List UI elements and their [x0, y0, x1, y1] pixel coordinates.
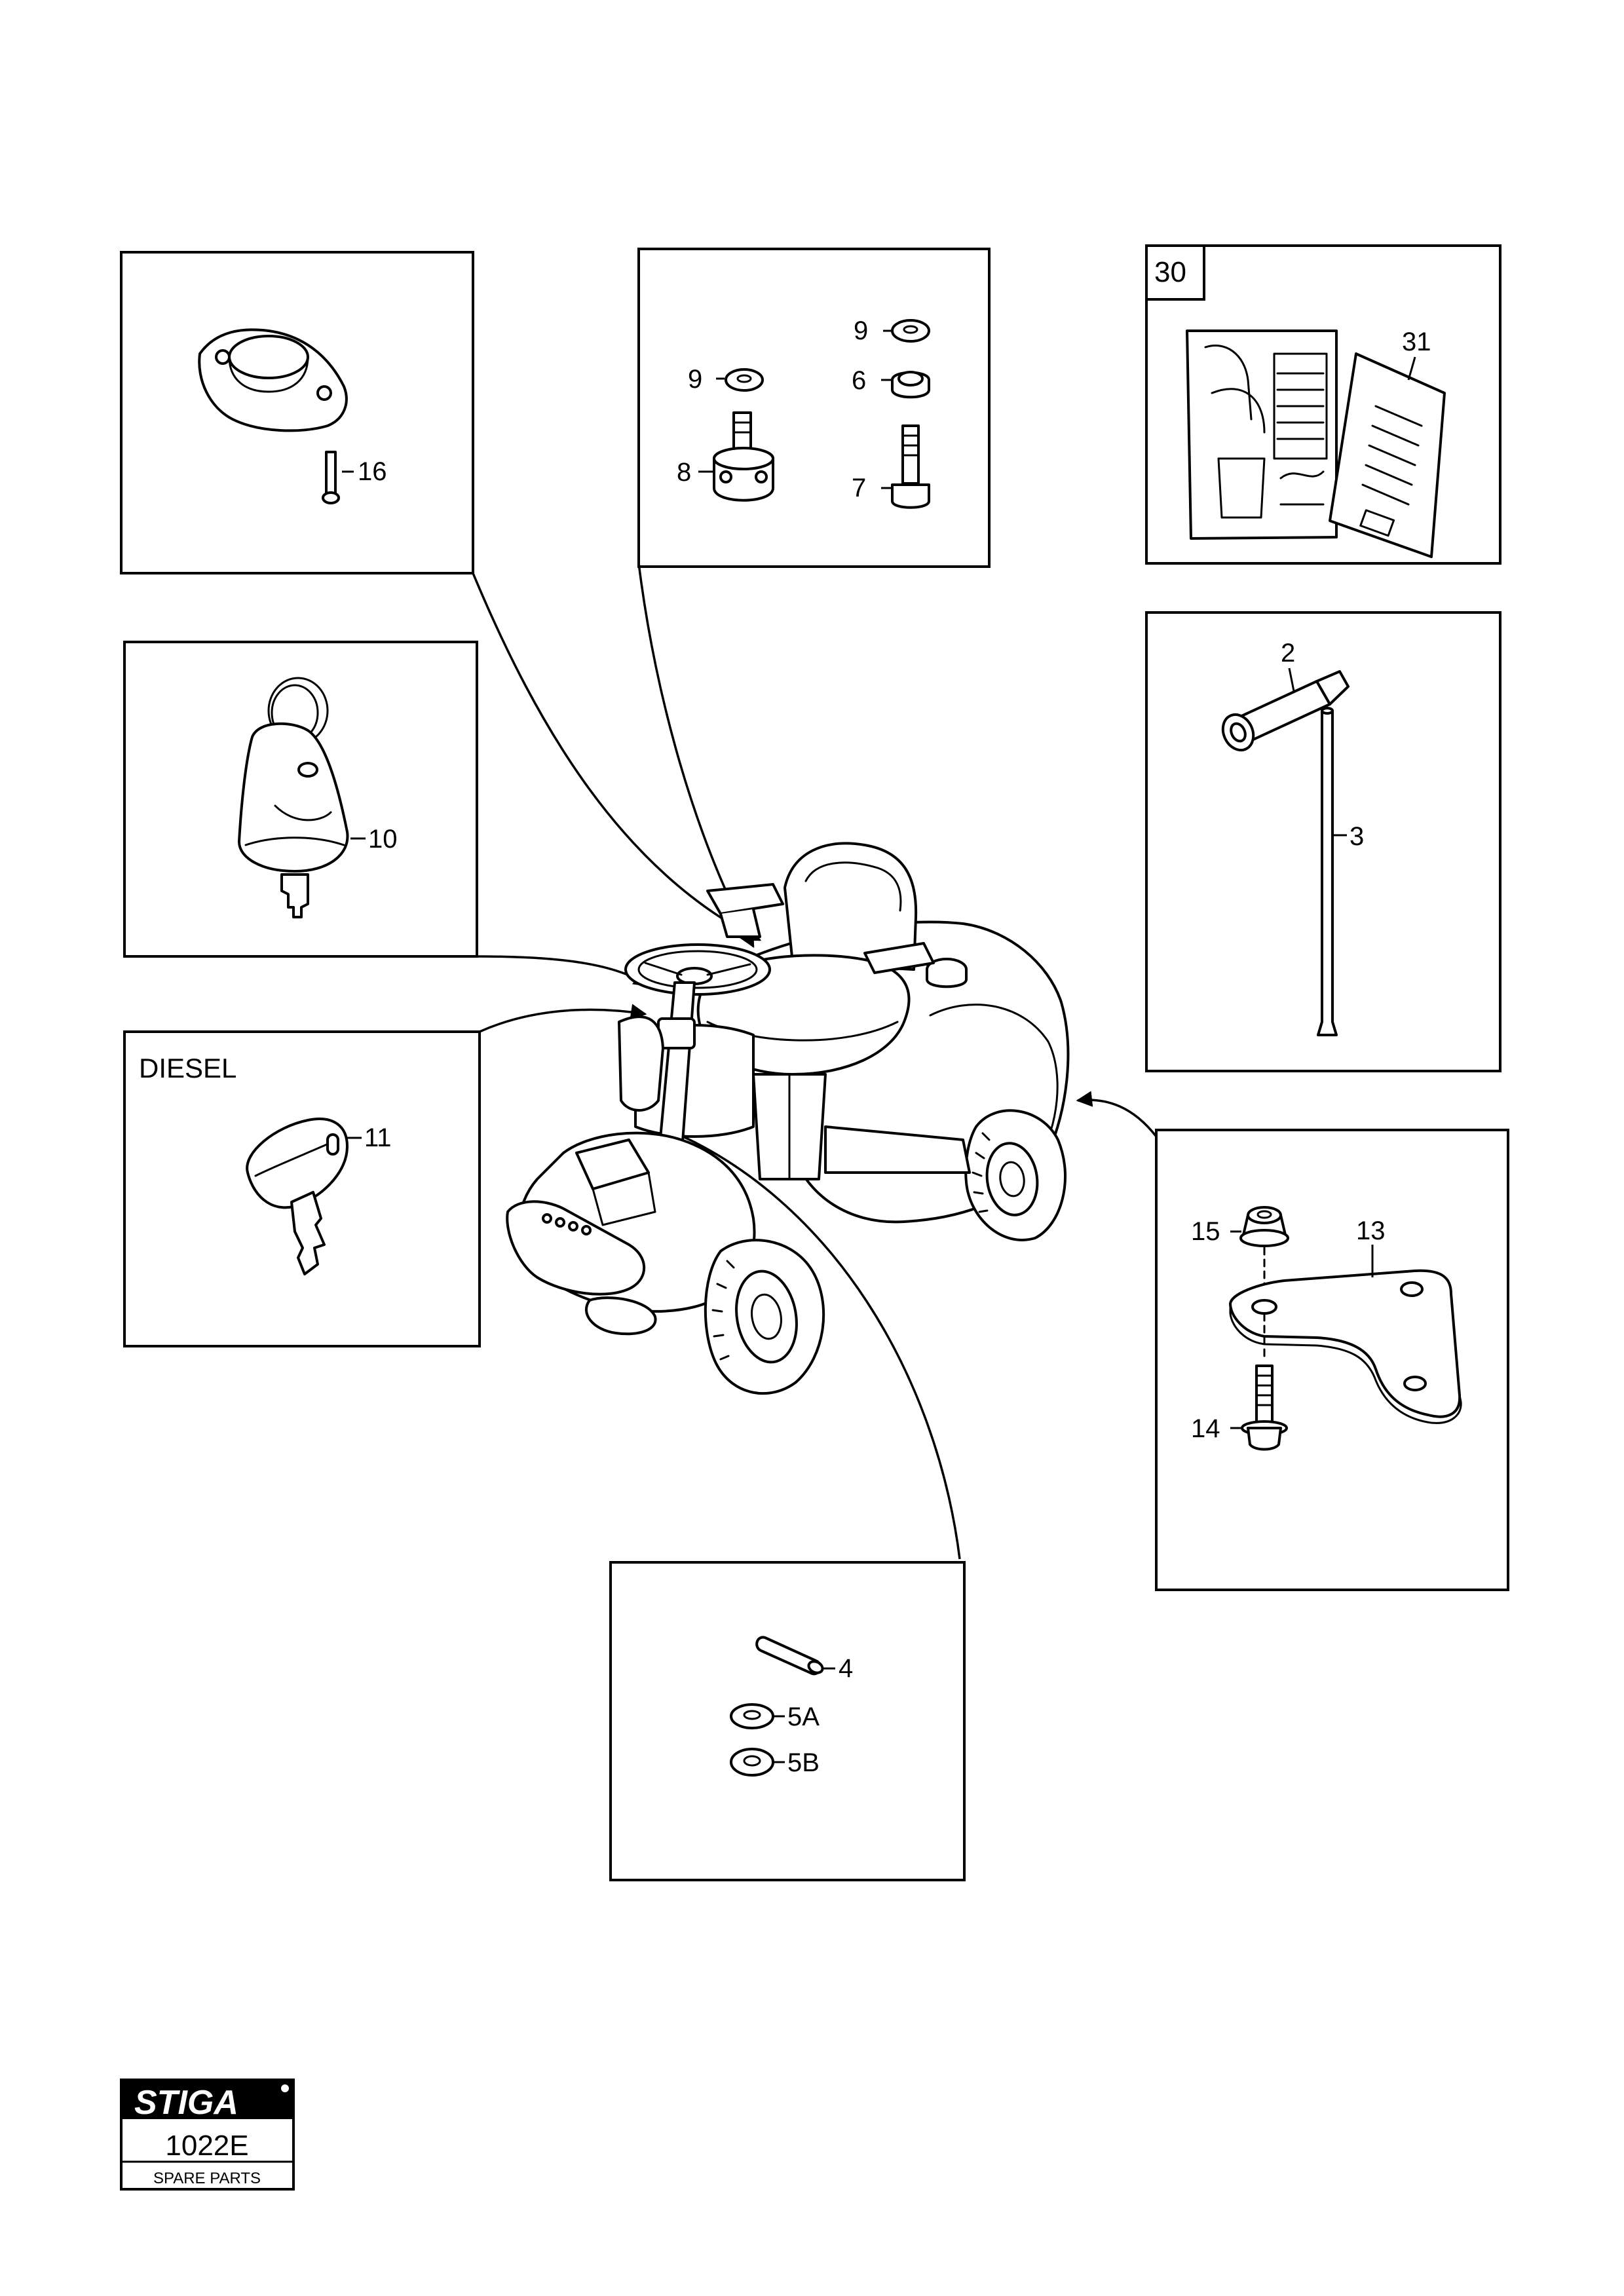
box-bracket: 15 13 14	[1155, 1129, 1509, 1591]
diesel-key-head	[246, 1118, 349, 1209]
logo-caption: SPARE PARTS	[153, 2170, 261, 2187]
front-bumper	[506, 1200, 646, 1296]
mounting-bracket	[1229, 1269, 1462, 1418]
parts-list	[1329, 352, 1446, 558]
diesel-key-blade	[290, 1191, 326, 1275]
plug-screw	[325, 451, 337, 496]
callout-9-left: 9	[688, 365, 702, 394]
washer-5b	[730, 1748, 774, 1777]
stiga-logo: STIGA 1022E SPARE PARTS	[120, 2079, 295, 2191]
box-knob-bolt: 9 8 9 6 7	[637, 248, 991, 568]
arrow-pin-to-column	[666, 1128, 961, 1560]
key-fob	[238, 722, 349, 873]
arrow-key-to-ignition	[476, 955, 651, 987]
washer-5a	[730, 1703, 774, 1729]
logo-code: 1022E	[165, 2130, 248, 2162]
box-key: 10	[123, 641, 478, 958]
washer-right	[891, 319, 930, 343]
callout-14: 14	[1191, 1414, 1220, 1443]
callout-4: 4	[839, 1654, 853, 1683]
callout-9-right: 9	[854, 316, 868, 345]
wrench-rod	[1317, 709, 1338, 1036]
diesel-label: DIESEL	[139, 1053, 236, 1083]
callout-2: 2	[1281, 639, 1295, 668]
armrest-left	[706, 883, 784, 915]
callout-8: 8	[677, 458, 691, 487]
callout-16: 16	[358, 457, 387, 486]
operator-manual	[1186, 329, 1338, 540]
callout-10: 10	[368, 825, 398, 854]
box-manuals: 30 31	[1145, 244, 1501, 565]
callout-11: 11	[364, 1123, 392, 1152]
callout-5b: 5B	[787, 1748, 820, 1777]
callout-5a: 5A	[787, 1703, 820, 1731]
armrest-right	[863, 942, 935, 974]
logo-brand-bar	[121, 2080, 293, 2119]
washer-left	[725, 368, 764, 392]
arrow-bracket-to-fender	[1076, 1091, 1158, 1138]
callout-15: 15	[1191, 1217, 1220, 1246]
box-pin-washers: 4 5A 5B	[609, 1561, 966, 1881]
callout-30: 30	[1154, 256, 1186, 288]
callout-6: 6	[852, 366, 866, 395]
arrow-dieselkey-to-ignition	[479, 1004, 647, 1033]
box-diesel-key: DIESEL 11	[123, 1030, 481, 1347]
key-blade	[280, 873, 309, 918]
seat-back	[784, 842, 918, 971]
callout-31: 31	[1402, 328, 1431, 356]
box-wrench: 2 3	[1145, 611, 1501, 1072]
callout-13: 13	[1356, 1216, 1386, 1245]
box-plug: 16	[120, 251, 474, 574]
callout-3: 3	[1350, 822, 1364, 851]
front-cowl	[618, 1015, 664, 1112]
rider-mower-drawing	[506, 842, 1070, 1395]
arrow-plug-to-seat	[472, 573, 762, 941]
callout-7: 7	[852, 474, 866, 502]
logo-brand: STIGA	[134, 2084, 238, 2122]
